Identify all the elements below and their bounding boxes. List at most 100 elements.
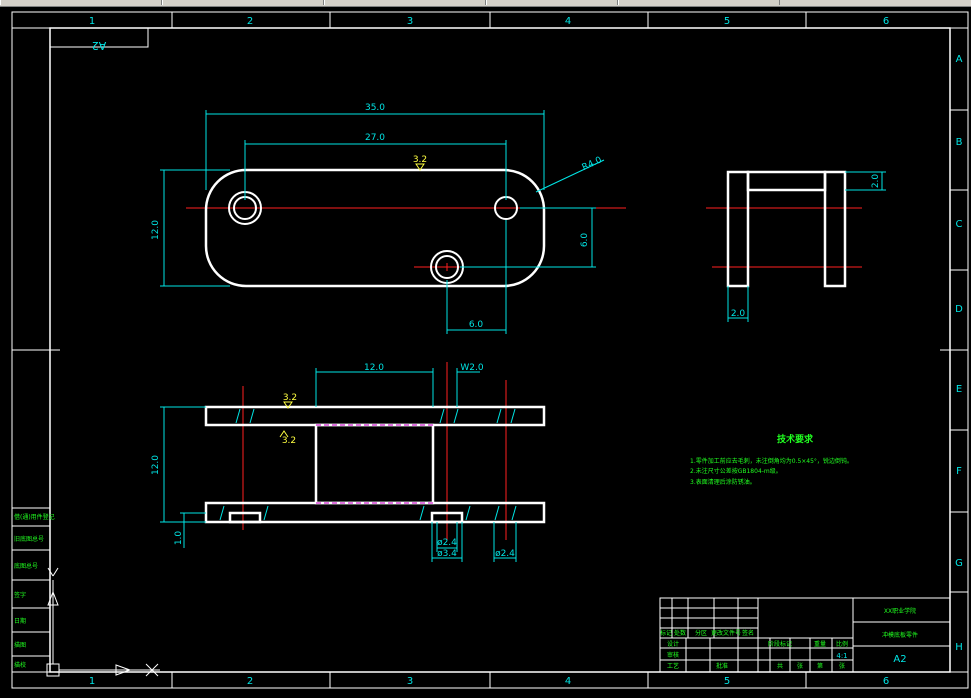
column-label: 1 — [89, 16, 95, 27]
application-toolbar-strip — [0, 0, 971, 7]
side-table-cell: 描校 — [14, 661, 26, 669]
side-table-cell: 底图总号 — [14, 562, 38, 570]
column-label: 6 — [883, 676, 889, 687]
dimension-text: R4.0 — [581, 155, 604, 173]
note-line: 2.未注尺寸公差按GB1804-m级。 — [690, 467, 782, 475]
row-label: G — [955, 558, 963, 569]
side-table-cell: 旧底图总号 — [14, 535, 44, 543]
side-view: 2.0 2.0 — [706, 170, 886, 322]
tb-cell: 标记 — [660, 629, 672, 637]
section-hatch — [219, 408, 517, 521]
row-label: B — [956, 137, 963, 148]
outer-border — [11, 11, 969, 689]
row-label: D — [955, 304, 963, 315]
tb-cell: 审核 — [667, 651, 679, 659]
column-label: 2 — [247, 676, 253, 687]
note-line: 1.零件加工前应去毛刺，未注倒角均为0.5×45°，锐边倒钝。 — [690, 457, 853, 465]
drawing-canvas[interactable]: 1 2 3 4 5 6 1 2 3 4 5 6 A B C D E F G H … — [0, 7, 971, 698]
dimension-text: 12.0 — [151, 220, 161, 240]
column-label: 3 — [407, 16, 413, 27]
hidden-lines — [316, 424, 433, 504]
tb-cell: 重量 — [814, 640, 826, 648]
toolbar-segment[interactable] — [486, 0, 618, 5]
toolbar-segment[interactable] — [162, 0, 324, 5]
tb-cell: 设计 — [667, 640, 679, 648]
column-label: 1 — [89, 676, 95, 687]
row-label: E — [956, 384, 962, 395]
dimension-text: 27.0 — [365, 133, 385, 143]
roughness-icon — [279, 430, 289, 438]
drawing-frame — [11, 11, 969, 689]
side-table-cell: 签字 — [14, 591, 26, 599]
sheet-code-box: A2 — [49, 27, 149, 52]
tb-cell: 处数 — [674, 629, 686, 637]
zone-labels: 1 2 3 4 5 6 1 2 3 4 5 6 A B C D E F G H — [89, 16, 963, 687]
title-block — [659, 597, 951, 673]
tb-cell: 工艺 — [667, 662, 679, 670]
tb-cell: 签名 — [742, 629, 754, 637]
dimension-lines — [160, 110, 605, 334]
tb-cell: 阶段标记 — [768, 640, 792, 648]
row-label: C — [956, 219, 963, 230]
dimension-text: 12.0 — [364, 363, 384, 373]
tb-cell: 批准 — [716, 662, 728, 670]
tb-cell: 共 — [777, 662, 783, 670]
toolbar-segment[interactable] — [618, 0, 780, 5]
tb-cell: 张 — [839, 662, 845, 670]
column-label: 3 — [407, 676, 413, 687]
roughness-icon — [283, 401, 293, 409]
dimension-text: 1.0 — [174, 531, 184, 546]
roughness-icon — [415, 163, 425, 171]
side-table-cell: 描图 — [14, 641, 26, 649]
dimension-text: 6.0 — [580, 233, 590, 248]
sheet-size: A2 — [893, 654, 906, 665]
column-label: 5 — [724, 676, 730, 687]
side-table-cell: 借(通)用件登记 — [14, 513, 55, 521]
zone-strips — [12, 12, 968, 688]
side-table-cell: 日期 — [14, 617, 26, 625]
notes-title: 技术要求 — [777, 433, 814, 445]
plate-outline — [204, 168, 546, 288]
ucs-icon — [46, 567, 160, 677]
toolbar-segment[interactable] — [0, 0, 162, 5]
roughness-symbol: 3.2 — [282, 436, 296, 446]
note-line: 3.表面清理后涂防锈油。 — [690, 478, 756, 486]
front-outline — [204, 405, 546, 524]
dimension-text: 2.0 — [871, 174, 881, 189]
dimension-text: ø3.4 — [437, 549, 457, 559]
side-flange — [823, 170, 847, 288]
dimension-text: 12.0 — [151, 455, 161, 475]
dimension-text: W2.0 — [460, 363, 483, 373]
column-label: 4 — [565, 676, 571, 687]
front-view: 12.0 W2.0 12.0 1.0 ø2.4 ø3.4 ø2.4 3.2 3.… — [151, 362, 546, 562]
side-registration-table: 借(通)用件登记 旧底图总号 底图总号 签字 日期 描图 描校 — [11, 507, 55, 673]
tb-cell: 更改文件号 — [711, 629, 741, 637]
part-name: 冲模底板零件 — [882, 631, 918, 639]
tb-cell: 分区 — [695, 629, 707, 637]
dimension-text: 35.0 — [365, 103, 385, 113]
column-label: 2 — [247, 16, 253, 27]
scale-value: 4:1 — [836, 652, 847, 660]
hole — [435, 255, 459, 279]
column-label: 6 — [883, 16, 889, 27]
sheet-code-label: A2 — [92, 39, 107, 52]
tb-cell: 比例 — [836, 640, 848, 648]
title-block-text: XX职业学院 冲模底板零件 A2 4:1 标记 处数 分区 更改文件号 签名 设… — [660, 607, 918, 670]
column-label: 4 — [565, 16, 571, 27]
technical-notes: 技术要求 1.零件加工前应去毛刺，未注倒角均为0.5×45°，锐边倒钝。 2.未… — [690, 433, 853, 486]
row-label: A — [956, 54, 963, 65]
school-name: XX职业学院 — [884, 607, 916, 615]
column-label: 5 — [724, 16, 730, 27]
top-view: 35.0 27.0 3.2 R4.0 12.0 6.0 6.0 — [151, 103, 626, 334]
dimension-text: 2.0 — [731, 309, 746, 319]
dimension-text: 6.0 — [469, 320, 484, 330]
row-label: H — [955, 642, 963, 653]
tb-cell: 第 — [817, 662, 823, 670]
roughness-symbol: 3.2 — [283, 393, 297, 403]
toolbar-segment[interactable] — [324, 0, 486, 5]
dimension-text: ø2.4 — [495, 549, 515, 559]
tb-cell: 张 — [797, 662, 803, 670]
side-flange — [726, 170, 750, 288]
side-web — [746, 170, 827, 192]
dimension-text: ø2.4 — [437, 538, 457, 548]
